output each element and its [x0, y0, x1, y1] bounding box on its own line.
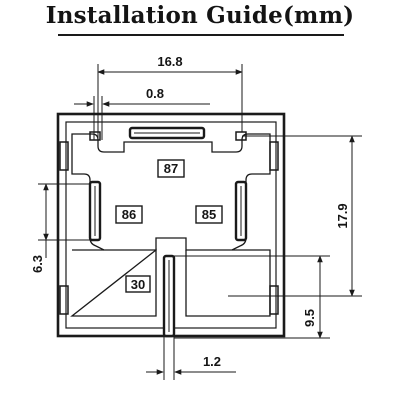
pin-85: 85 — [195, 205, 223, 224]
dim-pin-thickness — [146, 336, 236, 380]
pin-86: 86 — [115, 205, 143, 224]
page-title: Installation Guide(mm) — [45, 2, 355, 29]
terminal-slots — [88, 126, 248, 338]
dim-height — [228, 135, 362, 297]
pin-87: 87 — [157, 159, 185, 178]
dim-slot-width — [74, 96, 210, 140]
dim-width — [97, 64, 243, 142]
dim-side-offset-label: 6.3 — [30, 255, 45, 273]
dim-width-label: 16.8 — [157, 54, 182, 69]
pin-30-label: 30 — [131, 277, 145, 292]
notch-right-bottom — [269, 285, 279, 315]
pin-86-label: 86 — [122, 207, 136, 222]
pin-30: 30 — [125, 275, 151, 293]
dim-lower-height-label: 9.5 — [302, 309, 317, 327]
notch-left-bottom — [59, 285, 69, 315]
notch-left-top — [59, 141, 69, 171]
corner-tab-left — [89, 131, 101, 141]
dim-slot-width-label: 0.8 — [146, 86, 164, 101]
pin-85-label: 85 — [202, 207, 216, 222]
dim-side-offset — [38, 183, 90, 258]
side-notches — [59, 131, 279, 315]
pin-87-label: 87 — [164, 161, 178, 176]
dim-lower-height — [174, 255, 330, 339]
title-underline — [58, 34, 344, 36]
inner-channel — [71, 133, 271, 251]
dim-pin-thickness-label: 1.2 — [203, 354, 221, 369]
notch-right-top — [269, 141, 279, 171]
inner-channel-lower — [70, 248, 271, 317]
dim-height-label: 17.9 — [335, 203, 350, 228]
